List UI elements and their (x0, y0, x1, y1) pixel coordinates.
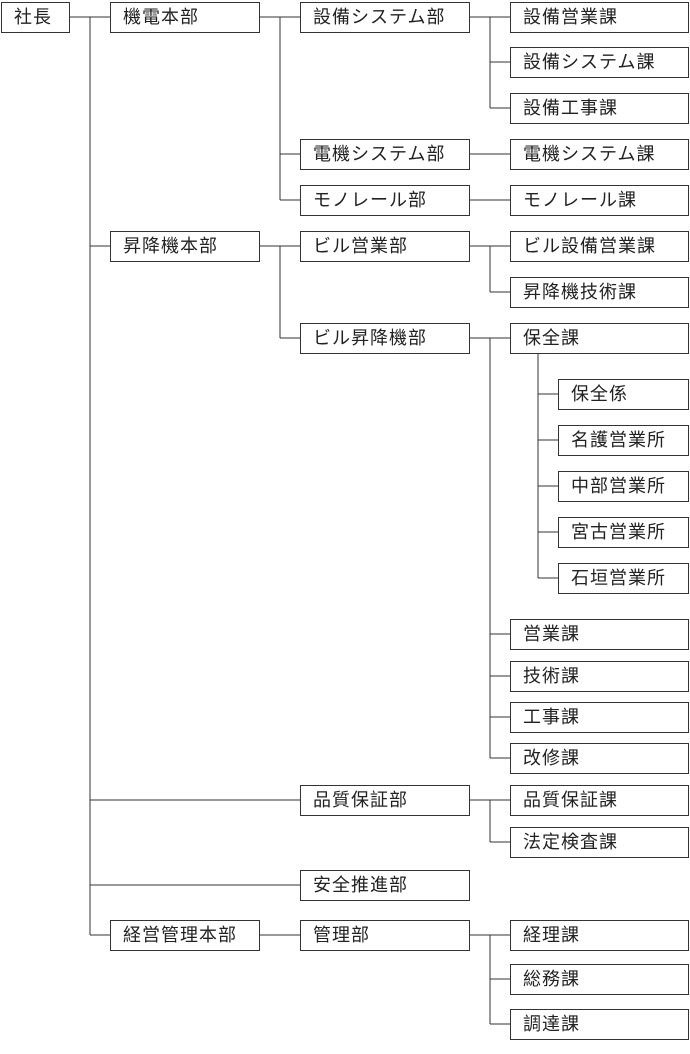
node-sec-hotei: 法定検査課 (510, 827, 689, 858)
node-sec-setsubi-koji: 設備工事課 (510, 93, 689, 124)
node-sec-setsubi-eigyo: 設備営業課 (510, 2, 689, 33)
node-hq-kiden: 機電本部 (110, 2, 260, 33)
node-sec-hinshitsu: 品質保証課 (510, 785, 689, 816)
node-unit-miyako: 宮古営業所 (558, 517, 689, 548)
node-dept-biru-shokoki: ビル昇降機部 (300, 323, 470, 354)
node-unit-chubu: 中部営業所 (558, 471, 689, 502)
node-unit-nago: 名護営業所 (558, 425, 689, 456)
node-sec-shokoki-gijutsu: 昇降機技術課 (510, 277, 689, 308)
node-dept-setsubi-system: 設備システム部 (300, 2, 470, 33)
node-sec-hozen: 保全課 (510, 323, 689, 354)
node-sec-biru-setsubi-eigyo: ビル設備営業課 (510, 231, 689, 262)
node-dept-monorail: モノレール部 (300, 185, 470, 216)
node-sec-denki-system: 電機システム課 (510, 139, 689, 170)
node-sec-kaishu: 改修課 (510, 743, 689, 774)
node-dept-kanri: 管理部 (300, 920, 470, 951)
node-president: 社長 (1, 2, 70, 33)
node-sec-chotatsu: 調達課 (510, 1009, 689, 1040)
node-hq-keiei: 経営管理本部 (110, 920, 260, 951)
node-sec-koji: 工事課 (510, 702, 689, 733)
node-sec-monorail: モノレール課 (510, 185, 689, 216)
node-dept-hinshitsu: 品質保証部 (300, 785, 470, 816)
node-sec-eigyo: 営業課 (510, 619, 689, 650)
node-dept-denki-system: 電機システム部 (300, 139, 470, 170)
node-unit-hozen: 保全係 (558, 379, 689, 410)
node-sec-gijutsu: 技術課 (510, 661, 689, 692)
node-sec-setsubi-system: 設備システム課 (510, 47, 689, 78)
node-sec-keiri: 経理課 (510, 920, 689, 951)
node-sec-somu: 総務課 (510, 964, 689, 995)
node-hq-shokoki: 昇降機本部 (110, 231, 260, 262)
node-dept-anzen: 安全推進部 (300, 870, 470, 901)
node-dept-biru-eigyo: ビル営業部 (300, 231, 470, 262)
node-unit-ishigaki: 石垣営業所 (558, 563, 689, 594)
